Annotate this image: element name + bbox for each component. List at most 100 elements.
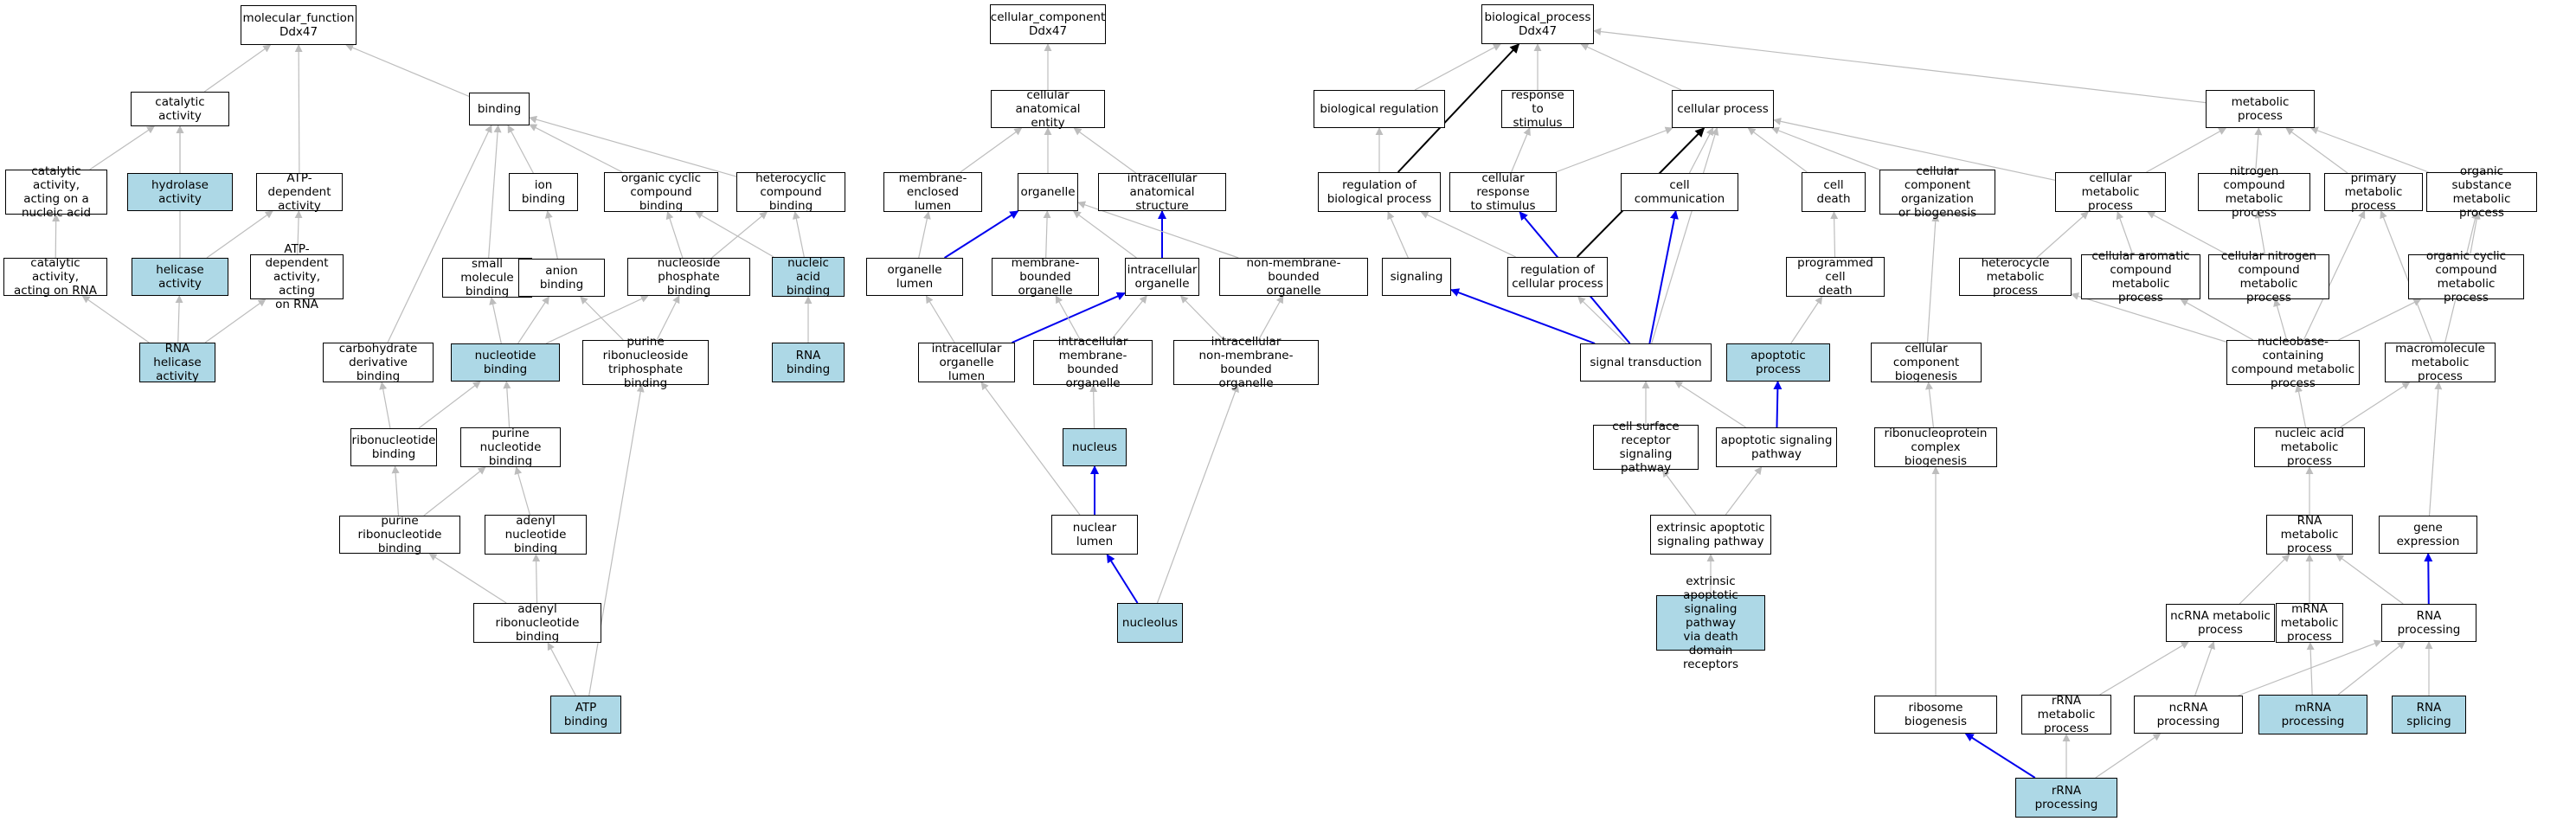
go-term-bp[interactable]: biological_process Ddx47	[1481, 4, 1594, 44]
go-term-ribonuc-bind[interactable]: ribonucleotide binding	[350, 428, 437, 466]
go-term-cell-met[interactable]: cellular metabolic process	[2055, 171, 2166, 213]
go-term-cat-rna[interactable]: catalytic activity, acting on RNA	[3, 256, 107, 298]
edge-is-a-anion-to-ion-binding	[544, 210, 558, 260]
go-term-ribonucleo-bio[interactable]: ribonucleoprotein complex biogenesis	[1874, 427, 1997, 468]
go-term-nucbase-met[interactable]: nucleobase-containing compound metabolic…	[2226, 335, 2360, 390]
edge-is-a-nuc-phos-to-het-bind	[711, 211, 768, 259]
go-term-nuc-phos[interactable]: nucleoside phosphate binding	[627, 256, 750, 298]
go-term-nuc-lumen[interactable]: nuclear lumen	[1051, 515, 1138, 555]
go-term-ext-apop[interactable]: extrinsic apoptotic signaling pathway	[1650, 515, 1771, 555]
go-term-resp-stim[interactable]: response to stimulus	[1501, 88, 1574, 130]
go-term-intra-non-mem[interactable]: intracellular non-membrane-bounded organ…	[1173, 335, 1319, 390]
go-term-rna-splicing[interactable]: RNA splicing	[2392, 696, 2466, 734]
go-term-rna-binding[interactable]: RNA binding	[772, 343, 845, 382]
go-term-gene-exp[interactable]: gene expression	[2379, 516, 2477, 554]
go-term-rna-helicase[interactable]: RNA helicase activity	[139, 342, 215, 383]
go-term-ion-binding[interactable]: ion binding	[509, 173, 578, 211]
go-term-apoptotic[interactable]: apoptotic process	[1726, 343, 1830, 382]
go-term-signaling[interactable]: signaling	[1382, 258, 1451, 296]
edge-is-a-org-cyc-bind-to-binding	[529, 124, 623, 173]
go-term-small-mol[interactable]: small molecule binding	[442, 257, 532, 298]
go-term-nuc-acid-bind[interactable]: nucleic acid binding	[772, 256, 845, 298]
go-term-cc-biogen[interactable]: cellular component biogenesis	[1871, 342, 1982, 383]
edge-is-a-cell-resp-to-cell-proc	[1555, 126, 1673, 173]
go-term-rna-proc[interactable]: RNA processing	[2381, 604, 2476, 642]
go-term-binding[interactable]: binding	[469, 93, 530, 125]
go-term-pur-ribo-bind[interactable]: purine ribonucleotide binding	[339, 514, 460, 555]
go-term-rrna-met[interactable]: rRNA metabolic process	[2021, 694, 2111, 735]
go-term-atp-dep[interactable]: ATP-dependent activity	[256, 171, 343, 213]
go-term-adenyl-nuc[interactable]: adenyl nucleotide binding	[485, 514, 587, 555]
go-term-cell-resp[interactable]: cellular response to stimulus	[1449, 171, 1557, 213]
go-term-atp-dep-rna[interactable]: ATP-dependent activity, acting on RNA	[250, 242, 344, 311]
go-term-prog-death[interactable]: programmed cell death	[1786, 256, 1885, 298]
go-term-mem-lumen[interactable]: membrane-enclosed lumen	[883, 171, 982, 213]
go-term-carb[interactable]: carbohydrate derivative binding	[323, 342, 434, 383]
go-term-intra-org-lumen[interactable]: intracellular organelle lumen	[918, 342, 1015, 383]
go-term-org-sub-met[interactable]: organic substance metabolic process	[2426, 164, 2537, 220]
edge-is-a-rna-proc-to-rna-met	[2335, 554, 2404, 605]
go-term-catalytic[interactable]: catalytic activity	[131, 92, 229, 126]
go-term-nuc-acid-met[interactable]: nucleic acid metabolic process	[2254, 427, 2365, 468]
go-term-nitro-met[interactable]: nitrogen compound metabolic process	[2198, 164, 2310, 220]
go-term-cs-receptor[interactable]: cell surface receptor signaling pathway	[1593, 420, 1699, 475]
edge-is-a-nuc-phos-to-org-cyc-bind	[665, 211, 684, 259]
go-term-organelle[interactable]: organelle	[1018, 173, 1078, 211]
go-term-bio-reg[interactable]: biological regulation	[1314, 90, 1445, 128]
go-term-ncrna-met[interactable]: ncRNA metabolic process	[2166, 604, 2275, 642]
go-term-met-proc[interactable]: metabolic process	[2206, 90, 2315, 128]
go-term-ext-apop-death[interactable]: extrinsic apoptotic signaling pathway vi…	[1656, 574, 1765, 671]
go-term-macro-met[interactable]: macromolecule metabolic process	[2385, 342, 2496, 383]
go-term-ncrna-proc[interactable]: ncRNA processing	[2134, 696, 2243, 734]
go-term-adenyl-ribo[interactable]: adenyl ribonucleotide binding	[473, 602, 601, 644]
go-term-sig-trans[interactable]: signal transduction	[1580, 343, 1712, 382]
edge-is-a-atp-dep-rna-to-atp-dep	[294, 210, 303, 255]
go-term-atp-binding[interactable]: ATP binding	[550, 696, 621, 734]
go-term-het-bind[interactable]: heterocyclic compound binding	[736, 171, 845, 213]
go-term-cc[interactable]: cellular_component Ddx47	[990, 4, 1106, 44]
edge-is-a-nucleus-to-intra-mem	[1089, 384, 1098, 429]
go-term-cae[interactable]: cellular anatomical entity	[991, 88, 1105, 130]
go-term-intra-anat[interactable]: intracellular anatomical structure	[1098, 171, 1226, 213]
go-term-reg-cell[interactable]: regulation of cellular process	[1507, 257, 1608, 297]
go-term-org-cyc-bind[interactable]: organic cyclic compound binding	[604, 171, 718, 213]
go-term-rrna-proc[interactable]: rRNA processing	[2015, 778, 2117, 818]
edge-is-a-mem-bound-to-organelle	[1043, 210, 1051, 259]
go-term-org-cyc-met[interactable]: organic cyclic compound metabolic proces…	[2408, 249, 2524, 305]
go-term-rna-met[interactable]: RNA metabolic process	[2266, 514, 2353, 555]
go-term-pur-nuc-bind[interactable]: purine nucleotide binding	[460, 427, 561, 468]
go-term-intra-mem[interactable]: intracellular membrane-bounded organelle	[1033, 335, 1153, 390]
go-term-het-met[interactable]: heterocycle metabolic process	[1959, 256, 2072, 298]
edge-is-a-cat-nucleic-to-catalytic	[89, 125, 155, 170]
go-term-cell-death[interactable]: cell death	[1802, 172, 1866, 212]
go-term-reg-bio[interactable]: regulation of biological process	[1318, 172, 1441, 212]
go-term-hydrolase[interactable]: hydrolase activity	[127, 173, 233, 211]
edge-is-a-nucleotide-bind-to-small-mol	[489, 297, 502, 344]
go-term-cell-nitro[interactable]: cellular nitrogen compound metabolic pro…	[2208, 249, 2329, 305]
go-term-intra-org[interactable]: intracellular organelle	[1125, 258, 1199, 296]
go-term-cc-org[interactable]: cellular component organization or bioge…	[1879, 164, 1995, 220]
go-term-apop-sig[interactable]: apoptotic signaling pathway	[1716, 427, 1837, 467]
go-term-mrna-met[interactable]: mRNA metabolic process	[2276, 602, 2343, 644]
go-term-mem-bound[interactable]: membrane-bounded organelle	[992, 256, 1099, 298]
go-term-pur-tri[interactable]: purine ribonucleoside triphosphate bindi…	[582, 335, 709, 390]
edge-is-a-intra-org-to-organelle	[1072, 210, 1137, 259]
go-term-nucleotide-bind[interactable]: nucleotide binding	[451, 343, 560, 382]
go-term-mrna-proc[interactable]: mRNA processing	[2258, 695, 2367, 734]
edge-is-a-het-bind-to-binding	[529, 115, 737, 177]
go-term-mf[interactable]: molecular_function Ddx47	[241, 5, 357, 45]
go-term-nucleolus[interactable]: nucleolus	[1117, 603, 1183, 643]
go-term-cell-comm[interactable]: cell communication	[1621, 173, 1738, 211]
go-term-helicase[interactable]: helicase activity	[132, 258, 228, 296]
go-term-anion[interactable]: anion binding	[518, 259, 605, 297]
edge-is-a-apop-sig-to-sig-trans	[1674, 381, 1746, 428]
go-term-ribo-biogen[interactable]: ribosome biogenesis	[1874, 696, 1997, 734]
go-term-org-lumen[interactable]: organelle lumen	[866, 258, 963, 296]
go-term-prim-met[interactable]: primary metabolic process	[2324, 171, 2423, 213]
go-term-cell-arom[interactable]: cellular aromatic compound metabolic pro…	[2081, 249, 2200, 305]
go-term-cat-nucleic[interactable]: catalytic activity, acting on a nucleic …	[5, 164, 107, 220]
edge-is-a-ncrna-proc-to-rna-proc	[2238, 639, 2382, 696]
go-term-cell-proc[interactable]: cellular process	[1672, 90, 1774, 128]
go-term-nucleus[interactable]: nucleus	[1063, 428, 1127, 466]
go-term-non-mem[interactable]: non-membrane-bounded organelle	[1219, 256, 1368, 298]
